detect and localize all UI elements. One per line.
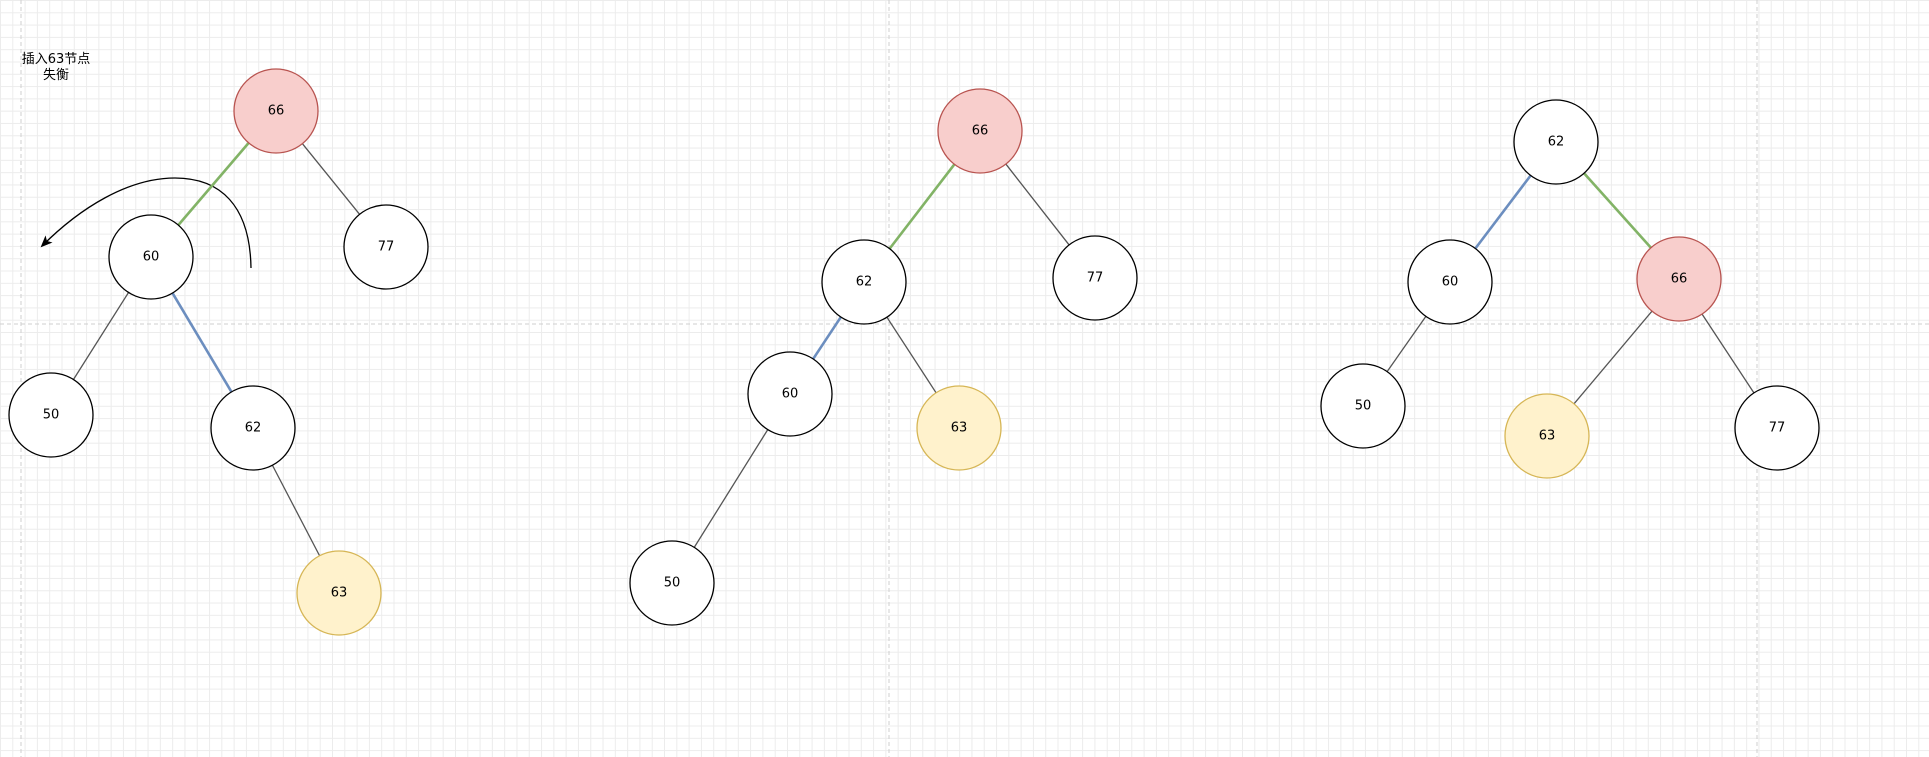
tree-edge [1005, 163, 1070, 246]
tree-edge [1583, 172, 1652, 249]
rotation-arrow [40, 177, 252, 269]
node-label: 50 [664, 576, 681, 591]
node-circle [1734, 385, 1820, 471]
node-label: 60 [782, 387, 799, 402]
node-label: 63 [951, 421, 968, 436]
tree-node: 77 [343, 204, 429, 290]
tree-edge [812, 316, 842, 360]
annotation-text: 插入63节点 失衡 [8, 52, 104, 84]
node-circle [1636, 236, 1722, 322]
tree-edge [271, 464, 321, 557]
node-label: 66 [972, 124, 989, 139]
node-label: 77 [378, 240, 395, 255]
tree-edge [886, 316, 937, 394]
node-circle [1504, 393, 1590, 479]
tree-edge [1701, 313, 1755, 394]
node-circle [629, 540, 715, 626]
tree-edge [1386, 316, 1427, 372]
node-label: 62 [1548, 135, 1565, 150]
node-circle [937, 88, 1023, 174]
tree-node: 63 [1504, 393, 1590, 479]
tree-node: 50 [1320, 363, 1406, 449]
node-label: 62 [245, 421, 262, 436]
node-label: 77 [1769, 421, 1786, 436]
tree-edge [693, 429, 769, 548]
tree-node: 66 [233, 68, 319, 154]
tree-node: 77 [1734, 385, 1820, 471]
node-circle [916, 385, 1002, 471]
node-label: 66 [1671, 272, 1688, 287]
annotation-line-2: 失衡 [42, 68, 69, 83]
node-circle [747, 351, 833, 437]
tree-node: 60 [1407, 239, 1493, 325]
node-label: 66 [268, 104, 285, 119]
node-circle [296, 550, 382, 636]
node-circle [233, 68, 319, 154]
node-label: 63 [331, 586, 348, 601]
tree-edge [1474, 174, 1532, 250]
tree-node: 62 [821, 239, 907, 325]
tree-node: 77 [1052, 235, 1138, 321]
tree-edge [301, 143, 361, 215]
tree-edge [171, 292, 233, 393]
node-circle [821, 239, 907, 325]
tree-edge [1573, 310, 1653, 405]
nodes-layer: 66 60 77 50 62 63 66 62 77 60 63 50 62 60 66 50 63 77 [8, 68, 1820, 636]
node-label: 60 [1442, 275, 1459, 290]
node-label: 63 [1539, 429, 1556, 444]
annotation-line-1: 插入63节点 [21, 52, 91, 67]
tree-node: 62 [210, 385, 296, 471]
node-circle [108, 214, 194, 300]
tree-node: 60 [747, 351, 833, 437]
node-label: 62 [856, 275, 873, 290]
node-circle [8, 372, 94, 458]
node-circle [1407, 239, 1493, 325]
tree-node: 63 [916, 385, 1002, 471]
node-label: 50 [1355, 399, 1372, 414]
node-label: 50 [43, 408, 60, 423]
tree-edge [888, 163, 956, 250]
tree-node: 66 [937, 88, 1023, 174]
tree-node: 50 [629, 540, 715, 626]
edges-layer [72, 142, 1755, 557]
node-circle [1320, 363, 1406, 449]
node-label: 77 [1087, 271, 1104, 286]
tree-node: 66 [1636, 236, 1722, 322]
node-circle [1052, 235, 1138, 321]
node-circle [210, 385, 296, 471]
tree-edge [72, 292, 130, 380]
node-circle [343, 204, 429, 290]
tree-edge [177, 142, 250, 226]
tree-node: 62 [1513, 99, 1599, 185]
node-label: 60 [143, 250, 160, 265]
node-circle [1513, 99, 1599, 185]
tree-node: 60 [108, 214, 194, 300]
tree-node: 50 [8, 372, 94, 458]
tree-node: 63 [296, 550, 382, 636]
